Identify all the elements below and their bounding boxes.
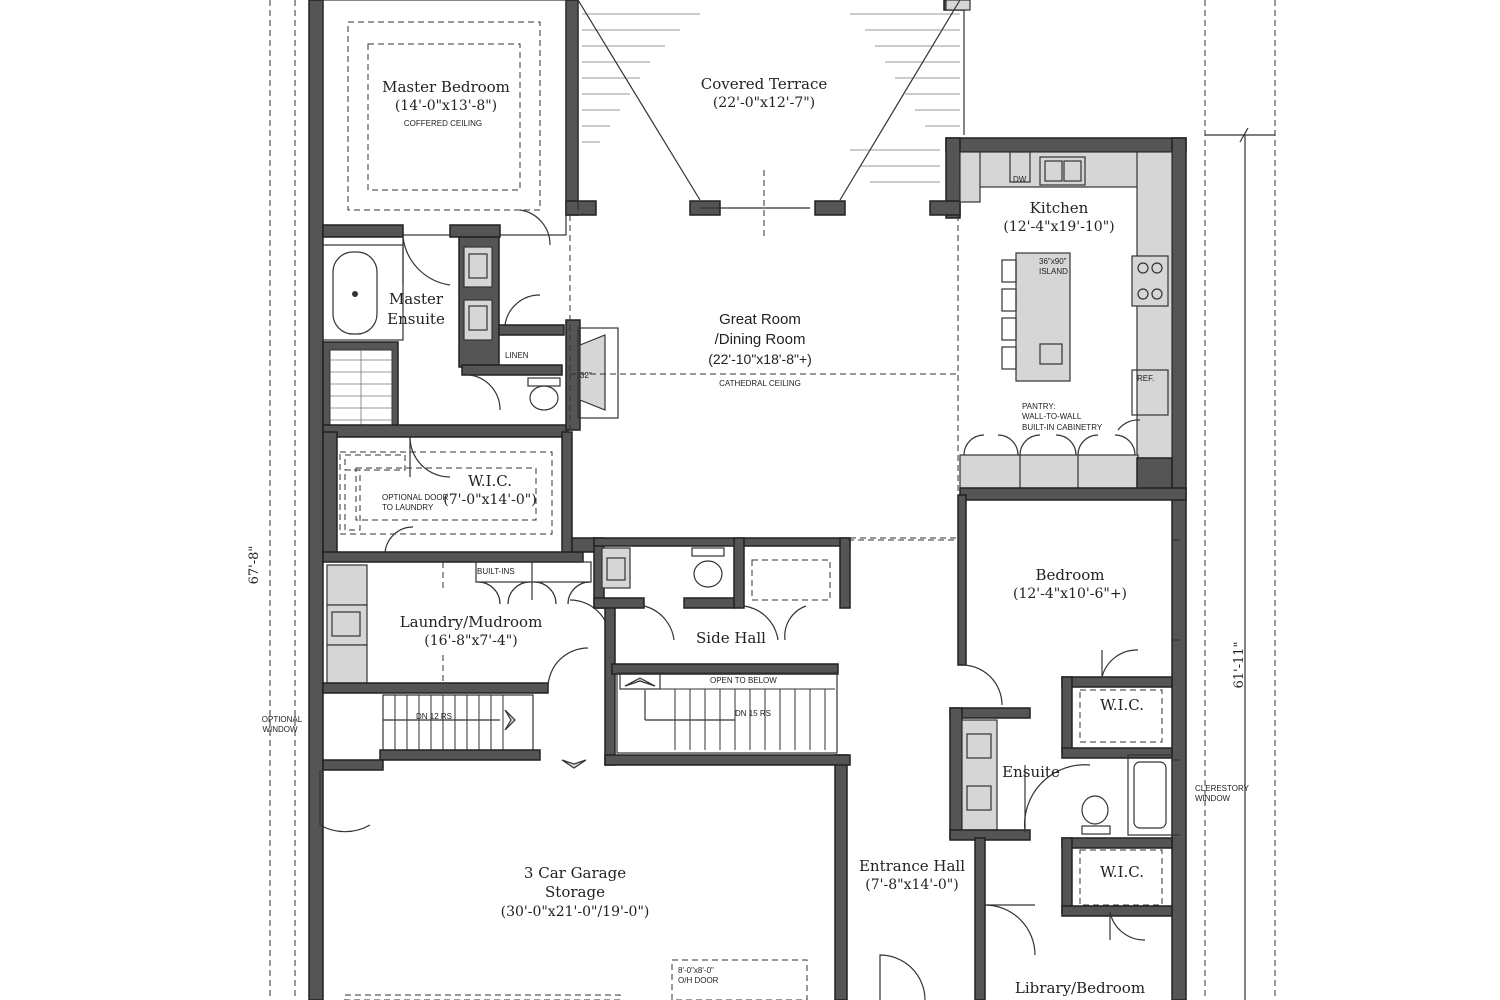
laundry-mudroom [322, 561, 616, 766]
great-room-label-1: Great Room [719, 311, 801, 328]
pantry-label-2: WALL-TO-WALL [1022, 412, 1082, 421]
stair-right-label: DN 15 RS [735, 709, 771, 718]
dimension-left-total: 67'-8" [247, 546, 262, 585]
garage-door-size-label: 8'-0"x8'-0" [678, 966, 714, 975]
entrance-hall [879, 837, 1036, 1000]
master-bedroom-label: Master Bedroom [382, 78, 510, 96]
entrance-hall-dims: (7'-8"x14'-0") [865, 877, 958, 893]
master-bedroom [322, 0, 567, 286]
library-wic-label: W.I.C. [1100, 863, 1144, 881]
laundry-dims: (16'-8"x7'-4") [424, 633, 517, 649]
master-wic [322, 431, 584, 563]
stairs [379, 672, 851, 769]
bedroom [848, 494, 1180, 706]
island-label: ISLAND [1039, 267, 1068, 276]
great-room-label-2: /Dining Room [715, 331, 806, 348]
ensuite-label: Ensuite [1002, 763, 1060, 781]
master-bedroom-note: COFFERED CEILING [404, 119, 482, 128]
garage-dims: (30'-0"x21'-0"/19'-0") [501, 904, 650, 920]
covered-terrace [577, 0, 971, 240]
bedroom-label: Bedroom [1036, 566, 1105, 584]
builtins-label: BUILT-INS [477, 567, 515, 576]
great-room [569, 215, 958, 540]
optional-door-note-1: OPTIONAL DOOR [382, 493, 449, 502]
fireplace-icon [565, 319, 619, 431]
kitchen [957, 151, 1187, 501]
optional-door-note-2: TO LAUNDRY [382, 503, 434, 512]
master-ensuite-label-2: Ensuite [387, 310, 445, 328]
covered-terrace-label: Covered Terrace [701, 75, 828, 93]
master-ensuite-label-1: Master [389, 290, 444, 308]
library-wic [1061, 837, 1173, 941]
laundry-label: Laundry/Mudroom [400, 613, 543, 631]
pantry-label-1: PANTRY: [1022, 402, 1056, 411]
linen-label: LINEN [505, 351, 529, 360]
optional-window-note-2: WINDOW [262, 725, 298, 734]
clerestory-note-1: CLERESTORY [1195, 784, 1250, 793]
ensuite [949, 707, 1180, 841]
bedroom-dims: (12'-4"x10'-6"+) [1013, 586, 1127, 602]
bedroom-wic-label: W.I.C. [1100, 696, 1144, 714]
garage-label-1: 3 Car Garage [524, 864, 626, 882]
master-wic-label: W.I.C. [468, 472, 512, 490]
side-hall-label: Side Hall [696, 629, 766, 647]
master-ensuite [322, 236, 569, 438]
library-label: Library/Bedroom [1015, 979, 1145, 997]
garage-door-type-label: O/H DOOR [678, 976, 719, 985]
refrigerator-label: REF. [1137, 374, 1154, 383]
master-bedroom-dims: (14'-0"x13'-8") [395, 98, 497, 114]
open-to-below-label: OPEN TO BELOW [710, 676, 777, 685]
covered-terrace-dims: (22'-0"x12'-7") [713, 95, 815, 111]
side-hall [571, 537, 851, 675]
kitchen-dims: (12'-4"x19'-10") [1003, 219, 1114, 235]
clerestory-note-2: WINDOW [1195, 794, 1231, 803]
master-wic-dims: (7'-0"x14'-0") [443, 492, 536, 508]
garage-label-2: Storage [545, 883, 605, 901]
entrance-hall-label: Entrance Hall [859, 857, 965, 875]
optional-window-note-1: OPTIONAL [262, 715, 303, 724]
bedroom-wic [1061, 649, 1173, 759]
dimension-right-total: 61'-11" [1232, 641, 1247, 688]
island-size-label: 36"x90" [1039, 257, 1067, 266]
exterior-walls [308, 0, 1187, 1000]
fireplace-size-label: 32" [580, 371, 592, 380]
stair-left-label: DN 12 RS [416, 712, 452, 721]
great-room-note: CATHEDRAL CEILING [719, 379, 801, 388]
dimension-lines [269, 0, 1276, 1000]
kitchen-label: Kitchen [1030, 199, 1089, 217]
great-room-dims: (22'-10"x18'-8"+) [708, 351, 812, 367]
garage [319, 759, 808, 1000]
pantry-label-3: BUILT-IN CABINETRY [1022, 423, 1103, 432]
dishwasher-label: DW [1013, 175, 1027, 184]
